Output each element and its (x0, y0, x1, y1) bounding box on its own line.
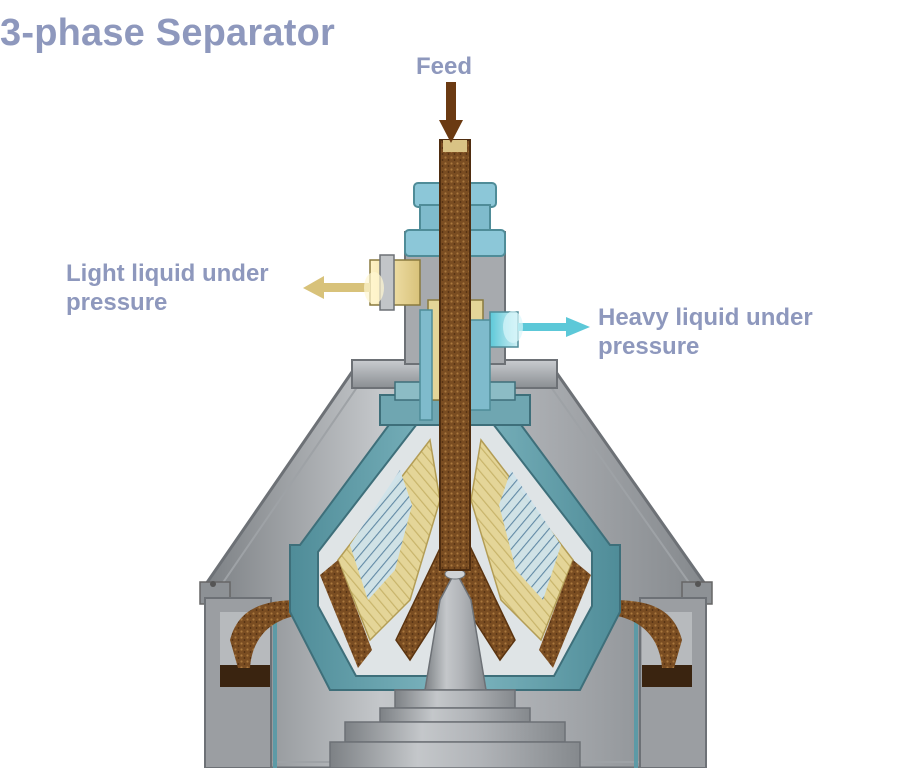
diagram-title: 3-phase Separator (0, 12, 335, 54)
heavy-liquid-label-line1: Heavy liquid under (598, 304, 813, 331)
light-liquid-label-line1: Light liquid under (66, 260, 269, 287)
feed-distributor (395, 539, 516, 662)
light-liquid-arrow (303, 272, 384, 304)
disc-stack-right (470, 438, 574, 642)
feed-arrow (439, 82, 463, 143)
outlet-column (369, 182, 519, 421)
heavy-liquid-label-line2: pressure (598, 333, 700, 360)
light-liquid-label: Light liquid under pressure (66, 259, 269, 317)
disc-stack-left (337, 438, 441, 642)
sediment-discharge (220, 600, 692, 687)
feed-label-text: Feed (416, 53, 473, 80)
heavy-liquid-arrow (503, 311, 590, 343)
feed-label: Feed (416, 52, 472, 81)
heavy-liquid-label: Heavy liquid under pressure (598, 303, 813, 361)
light-liquid-label-line2: pressure (66, 289, 168, 316)
feed-tube (439, 139, 471, 571)
spindle (329, 568, 581, 768)
bowl-sediment (320, 560, 591, 668)
